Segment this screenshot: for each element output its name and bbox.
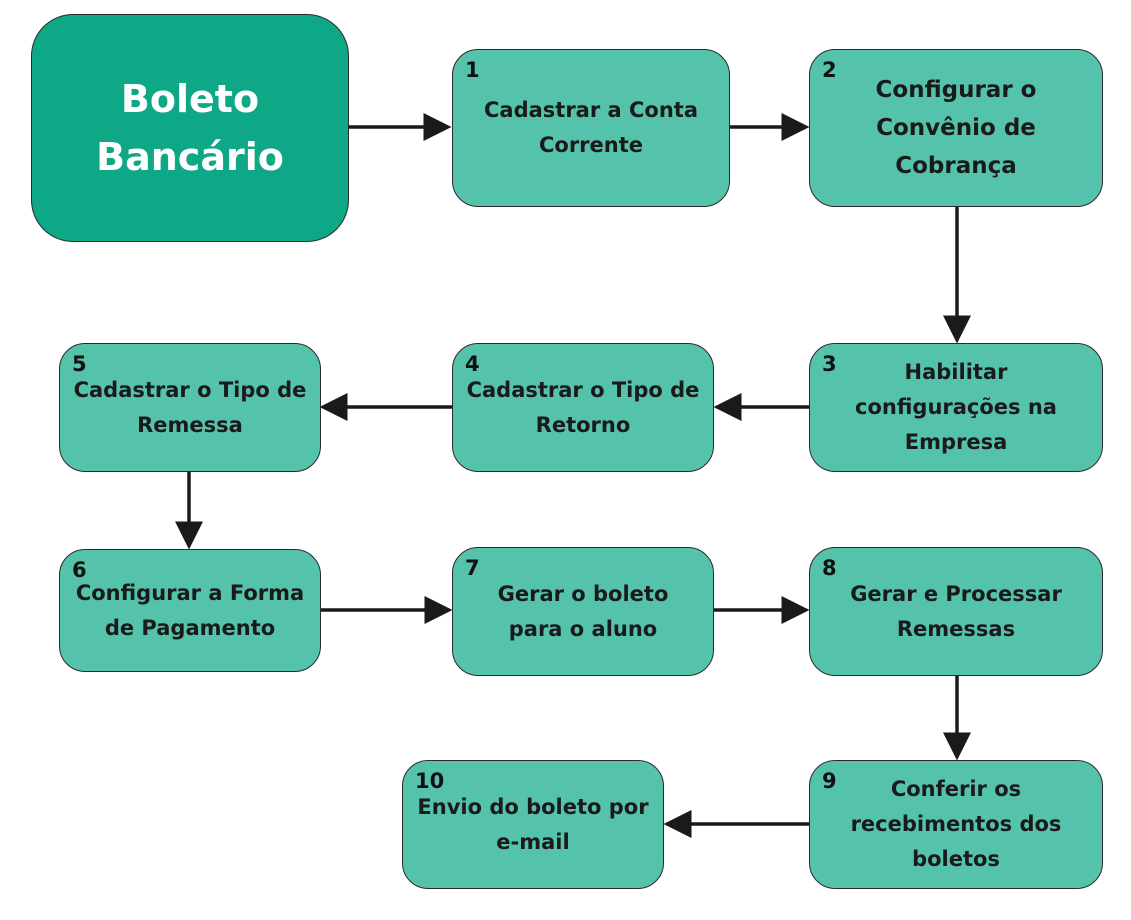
step-number: 9 [822, 769, 837, 793]
step-label: Configurar a Forma de Pagamento [75, 580, 305, 640]
step-2: 2 Configurar o Convênio de Cobrança [809, 49, 1103, 207]
step-10: 10 Envio do boleto por e-mail [402, 760, 664, 889]
step-number: 6 [72, 558, 87, 582]
step-label: Conferir os recebimentos dos boletos [850, 777, 1062, 871]
step-4: 4 Cadastrar o Tipo de Retorno [452, 343, 714, 472]
step-number: 4 [465, 352, 480, 376]
step-5: 5 Cadastrar o Tipo de Remessa [59, 343, 321, 472]
step-number: 8 [822, 556, 837, 580]
step-label: Cadastrar o Tipo de Remessa [73, 377, 307, 437]
step-6: 6 Configurar a Forma de Pagamento [59, 549, 321, 672]
step-3: 3 Habilitar configurações na Empresa [809, 343, 1103, 472]
step-label: Gerar e Processar Remessas [850, 581, 1062, 641]
step-label: Cadastrar o Tipo de Retorno [466, 377, 700, 437]
step-label: Gerar o boleto para o aluno [497, 581, 669, 641]
step-7: 7 Gerar o boleto para o aluno [452, 547, 714, 676]
step-label: Configurar o Convênio de Cobrança [875, 77, 1037, 179]
step-number: 3 [822, 352, 837, 376]
step-number: 1 [465, 58, 480, 82]
start-node-title: Boleto Bancário [96, 77, 284, 179]
step-label: Cadastrar a Conta Corrente [484, 98, 698, 157]
step-8: 8 Gerar e Processar Remessas [809, 547, 1103, 676]
step-number: 5 [72, 352, 87, 376]
step-1: 1 Cadastrar a Conta Corrente [452, 49, 730, 207]
step-label: Envio do boleto por e-mail [417, 794, 649, 854]
step-number: 10 [415, 769, 445, 793]
step-number: 2 [822, 58, 837, 82]
step-number: 7 [465, 556, 480, 580]
step-9: 9 Conferir os recebimentos dos boletos [809, 760, 1103, 889]
start-node-boleto-bancario: Boleto Bancário [31, 14, 349, 242]
step-label: Habilitar configurações na Empresa [855, 360, 1057, 454]
